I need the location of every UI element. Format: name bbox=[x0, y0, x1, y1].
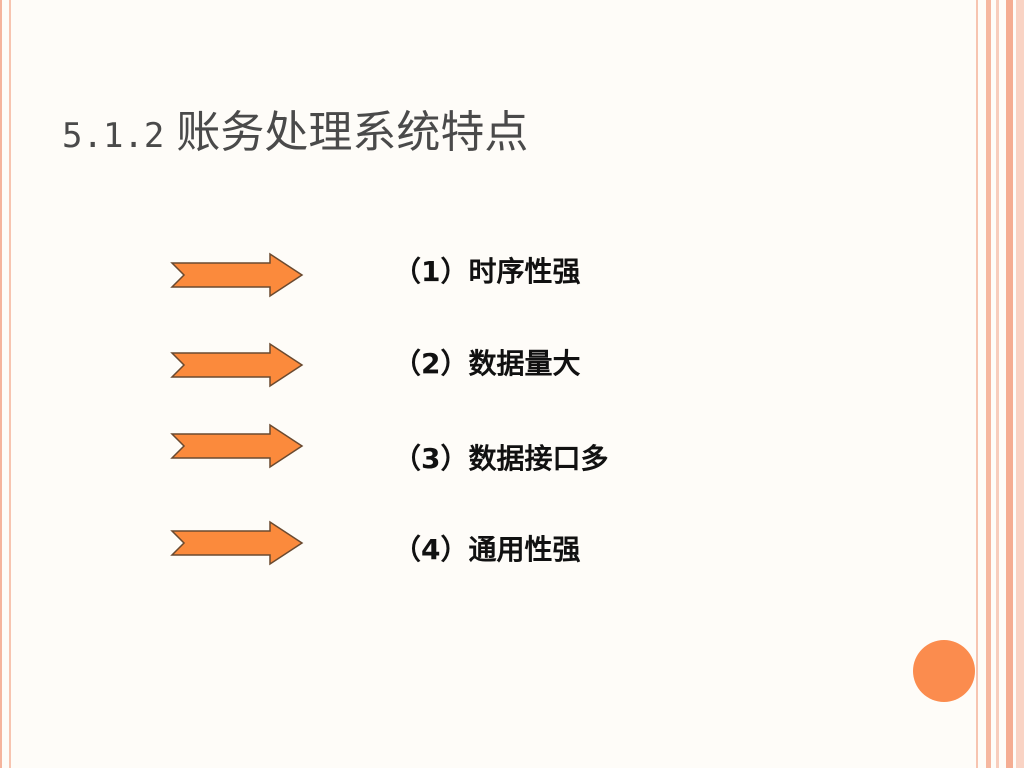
right-border-stripe-d bbox=[1006, 0, 1013, 768]
right-border-stripe-c bbox=[996, 0, 999, 768]
right-border-stripe-a bbox=[976, 0, 978, 768]
title-number: 5.1.2 bbox=[62, 116, 165, 156]
notched-right-arrow-icon bbox=[170, 252, 304, 298]
list-item-3: （3）数据接口多 bbox=[393, 442, 609, 475]
left-border-stripe-inner bbox=[9, 0, 11, 768]
list-item-4: （4）通用性强 bbox=[393, 533, 581, 566]
notched-right-arrow-icon bbox=[170, 423, 304, 469]
list-item-1: （1）时序性强 bbox=[393, 255, 581, 288]
slide-title: 5.1.2 账务处理系统特点 bbox=[62, 96, 528, 160]
circle-dot-icon bbox=[913, 640, 975, 702]
notched-right-arrow-icon bbox=[170, 342, 304, 388]
right-border-stripe-b bbox=[986, 0, 991, 768]
left-border-stripe bbox=[0, 0, 2, 768]
list-item-2: （2）数据量大 bbox=[393, 347, 581, 380]
right-border-stripe-e bbox=[1016, 0, 1024, 768]
title-text: 账务处理系统特点 bbox=[176, 107, 529, 158]
notched-right-arrow-icon bbox=[170, 520, 304, 566]
